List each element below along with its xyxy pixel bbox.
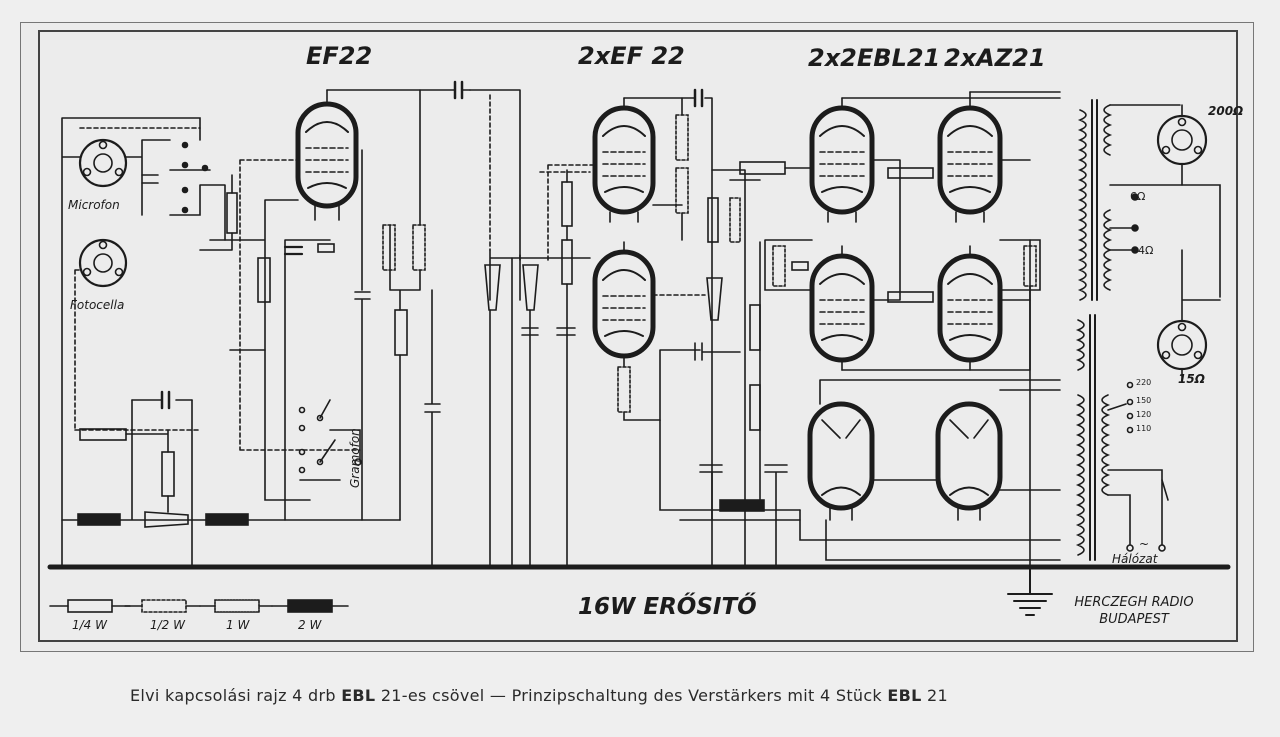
input-selector (181, 141, 209, 214)
caption-bold2: EBL (887, 686, 922, 705)
caption-part2: 21-es csövel — Prinzipschaltung des Vers… (375, 686, 888, 705)
tube-ef22-a (592, 97, 656, 223)
impedance-15-label: 15Ω (1178, 372, 1205, 386)
photocell-connector (78, 238, 128, 288)
gramophone-label: Gramofon (348, 428, 362, 488)
mains-tap: 150 (1136, 396, 1152, 405)
caption: Elvi kapcsolási rajz 4 drb EBL 21-es csö… (130, 686, 948, 705)
caption-bold1: EBL (341, 686, 376, 705)
caption-part3: 21 (921, 686, 948, 705)
ef22-pair-label: 2xEF 22 (578, 42, 685, 70)
tube-ebl21-1 (809, 97, 875, 223)
power-transformer (1075, 314, 1169, 561)
tube-ef22-b (592, 241, 656, 367)
output-jack-15 (1131, 193, 1221, 381)
legend-half-watt: 1/2 W (150, 618, 185, 632)
tube-az21-1 (807, 401, 875, 521)
gramophone-switch (298, 399, 362, 481)
ground-symbol (1007, 566, 1053, 616)
photocell-label: Fotocella (70, 298, 125, 312)
legend-two-watt: 2 W (298, 618, 322, 632)
resistor-legend-symbols (49, 599, 349, 613)
mains-tilde: ~ (1139, 537, 1150, 551)
mains-label: Hálózat (1112, 552, 1158, 566)
maker-name: HERCZEGH RADIO (1074, 595, 1194, 610)
microphone-label: Microfon (68, 198, 120, 212)
output-jack-200 (1156, 104, 1208, 186)
ef22-label: EF22 (306, 42, 373, 70)
outer-frame (20, 22, 1254, 652)
tube-ebl21-3 (809, 245, 875, 371)
tube-ebl21-2 (937, 91, 1003, 223)
tube-az21-2 (935, 401, 1003, 521)
output-transformer (1077, 99, 1221, 301)
legend-quarter-watt: 1/4 W (72, 618, 107, 632)
mains-tap: 110 (1136, 424, 1152, 433)
impedance-200-label: 200Ω (1208, 104, 1244, 118)
microphone-connector (78, 138, 128, 188)
legend-one-watt: 1 W (226, 618, 250, 632)
maker-city: BUDAPEST (1099, 612, 1169, 627)
ebl21-label: 2x2EBL21 (808, 44, 941, 72)
tube-ebl21-4 (937, 245, 1003, 371)
inner-frame (38, 30, 1238, 642)
caption-part1: Elvi kapcsolási rajz 4 drb (130, 686, 342, 705)
tap-6-label: 6Ω (1130, 190, 1146, 203)
amplifier-title: 16W ERŐSITŐ (578, 594, 757, 620)
tube-ef22 (295, 89, 359, 221)
maker-block: HERCZEGH RADIO BUDAPEST (1072, 594, 1196, 628)
mains-tap: 220 (1136, 378, 1152, 387)
mains-tap: 120 (1136, 410, 1152, 419)
tap-4-label: 4Ω (1138, 244, 1154, 257)
az21-label: 2xAZ21 (944, 44, 1046, 72)
